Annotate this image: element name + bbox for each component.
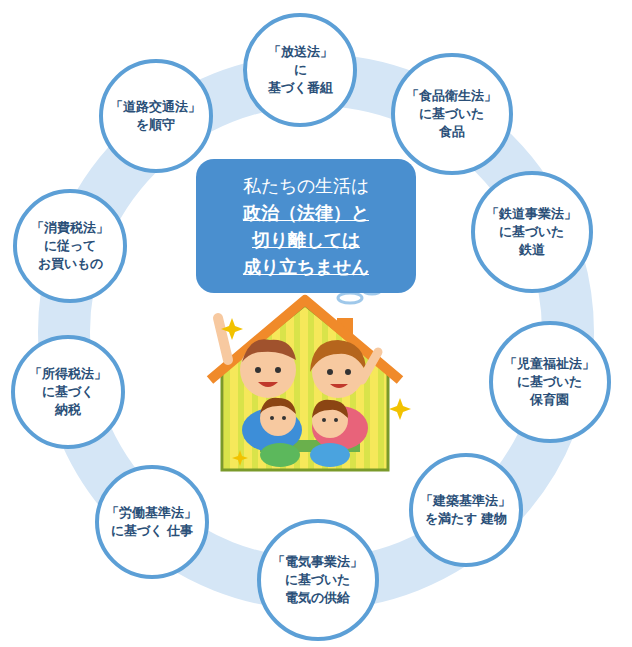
law-circle: 「児童福祉法」 に基づいた 保育園 — [489, 321, 611, 443]
law-circle: 「放送法」に 基づく番組 — [243, 13, 357, 127]
law-circle: 「鉄道事業法」 に基づいた 鉄道 — [471, 171, 593, 293]
law-circle: 「食品衛生法」 に基づいた 食品 — [391, 53, 513, 175]
house-illustration — [210, 300, 400, 470]
law-text: 「道路交通法」 を順守 — [110, 98, 201, 134]
law-text: 「所得税法」 に基づく 納税 — [29, 365, 107, 420]
message-box: 私たちの生活は政治（法律）と 切り離しては 成り立ちません — [196, 159, 416, 293]
law-text: 「労働基準法」 に基づく 仕事 — [106, 504, 197, 540]
law-circle: 「建築基準法」 を満たす 建物 — [409, 453, 523, 567]
message-text: 私たちの生活は — [243, 172, 369, 199]
law-circle: 「電気事業法」 に基づいた 電気の供給 — [257, 519, 379, 641]
family-illustration — [218, 318, 378, 467]
law-circle: 「消費税法」 に従って お買いもの — [13, 189, 127, 303]
law-circle: 「労働基準法」 に基づく 仕事 — [95, 465, 209, 579]
message-text: 政治（法律）と 切り離しては 成り立ちません — [243, 199, 369, 280]
law-text: 「鉄道事業法」 に基づいた 鉄道 — [486, 205, 577, 260]
law-circle: 「所得税法」 に基づく 納税 — [11, 335, 125, 449]
sparkles — [221, 318, 411, 466]
law-text: 「食品衛生法」 に基づいた 食品 — [406, 87, 497, 142]
law-text: 「放送法」に 基づく番組 — [268, 43, 333, 98]
law-text: 「建築基準法」 を満たす 建物 — [420, 492, 511, 528]
law-text: 「電気事業法」 に基づいた 電気の供給 — [272, 553, 363, 608]
law-text: 「消費税法」 に従って お買いもの — [31, 219, 109, 274]
law-circle: 「道路交通法」 を順守 — [99, 59, 213, 173]
law-text: 「児童福祉法」 に基づいた 保育園 — [504, 355, 595, 410]
